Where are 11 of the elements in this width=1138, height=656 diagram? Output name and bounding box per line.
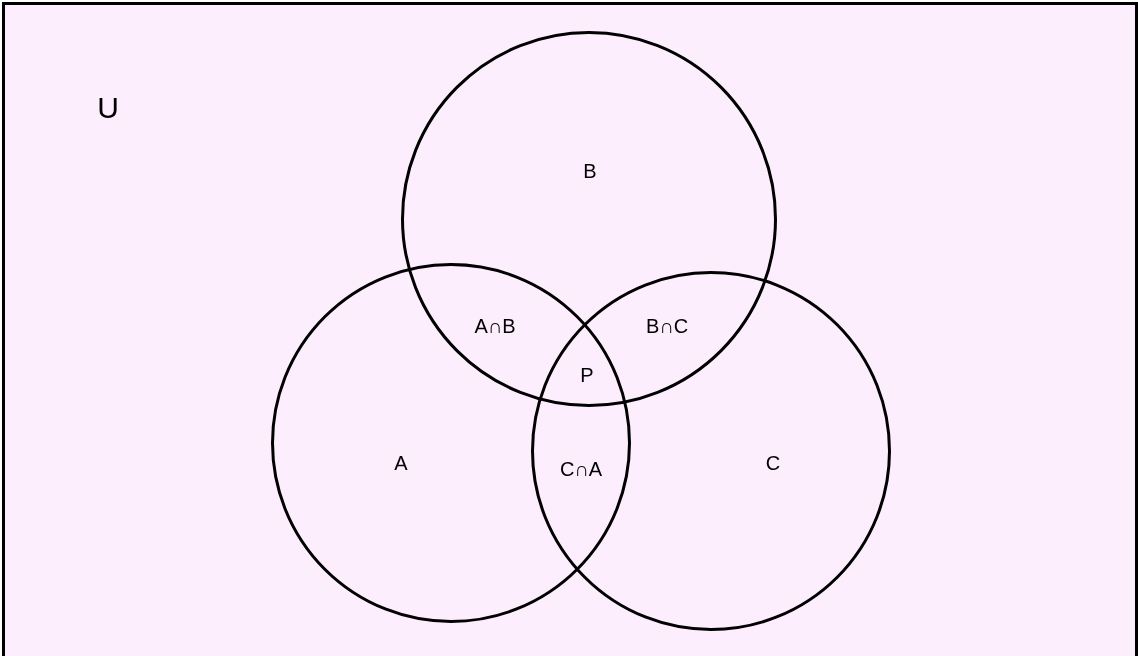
set-label: U [97,91,119,125]
set-circle [401,31,777,407]
set-circle [271,263,631,623]
region-label: B∩C [645,314,689,338]
region-label: P [580,363,594,387]
region-label: A∩B [474,314,516,338]
set-label: C [765,451,781,475]
set-circle [531,271,891,631]
set-label: B [583,159,597,183]
set-label: A [394,451,408,475]
region-label: C∩A [559,457,603,481]
